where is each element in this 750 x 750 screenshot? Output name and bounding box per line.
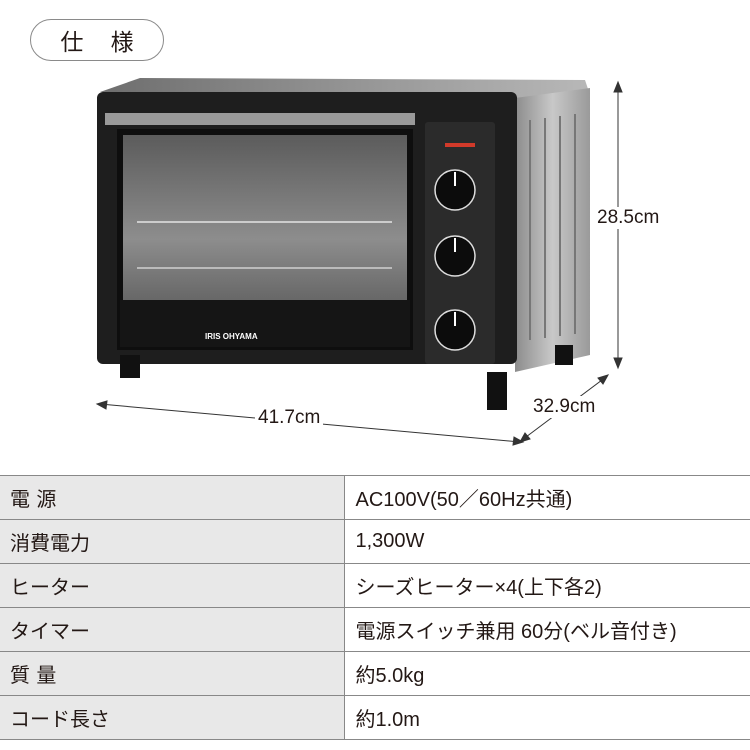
spec-value: シーズヒーター×4(上下各2) bbox=[344, 563, 750, 608]
table-row: コード長さ約1.0m bbox=[0, 695, 750, 740]
spec-value: 約1.0m bbox=[344, 695, 750, 740]
temperature-knob bbox=[434, 169, 476, 211]
height-label: 28.5cm bbox=[594, 207, 663, 229]
oven-illustration: IRIS OHYAMA bbox=[95, 78, 623, 446]
table-row: ヒーターシーズヒーター×4(上下各2) bbox=[0, 563, 750, 608]
foot bbox=[487, 372, 507, 410]
door-handle bbox=[105, 113, 415, 125]
section-title-text: 仕 様 bbox=[60, 30, 144, 56]
spec-value: AC100V(50／60Hz共通) bbox=[344, 475, 750, 520]
spec-value: 電源スイッチ兼用 60分(ベル音付き) bbox=[344, 607, 750, 652]
timer-knob bbox=[434, 309, 476, 351]
oven-side bbox=[515, 88, 590, 372]
section-title: 仕 様 bbox=[30, 19, 164, 61]
spec-value: 約5.0kg bbox=[344, 651, 750, 696]
spec-label: コード長さ bbox=[0, 695, 345, 740]
foot bbox=[555, 345, 573, 365]
spec-label: タイマー bbox=[0, 607, 345, 652]
brand-logo: IRIS OHYAMA bbox=[205, 332, 258, 341]
spec-label: 消費電力 bbox=[0, 519, 345, 564]
spec-value: 1,300W bbox=[344, 519, 750, 564]
width-label: 41.7cm bbox=[255, 407, 324, 429]
table-row: タイマー電源スイッチ兼用 60分(ベル音付き) bbox=[0, 607, 750, 652]
foot bbox=[120, 355, 140, 378]
table-row: 質 量約5.0kg bbox=[0, 651, 750, 696]
depth-label: 32.9cm bbox=[530, 396, 599, 418]
spec-label: 電 源 bbox=[0, 475, 345, 520]
spec-label: ヒーター bbox=[0, 563, 345, 608]
mode-knob bbox=[434, 235, 476, 277]
indicator-lamp bbox=[445, 143, 475, 147]
spec-label: 質 量 bbox=[0, 651, 345, 696]
